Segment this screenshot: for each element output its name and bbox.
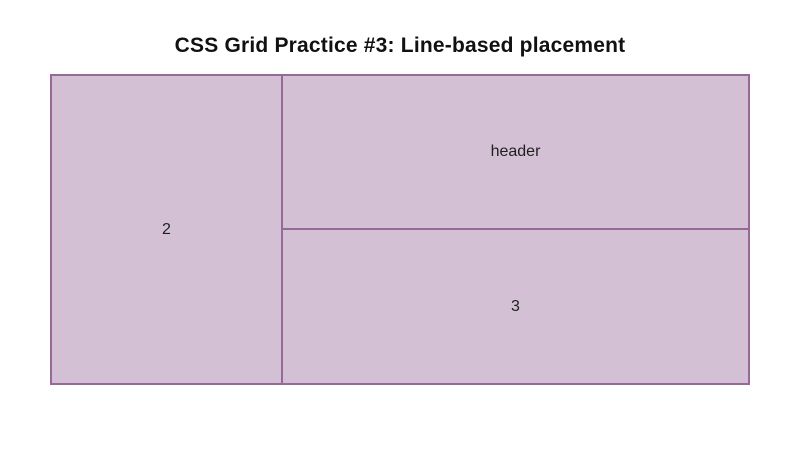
grid-item-header-label: header xyxy=(490,143,541,160)
grid-item-3-label: 3 xyxy=(511,297,520,315)
grid-item-2-label: 2 xyxy=(162,220,171,238)
grid-item-2: 2 xyxy=(50,74,283,385)
grid-item-header: header xyxy=(283,74,750,230)
grid-item-3: 3 xyxy=(283,230,750,385)
css-grid-container: 2 header 3 xyxy=(50,74,750,385)
page-title: CSS Grid Practice #3: Line-based placeme… xyxy=(174,34,626,57)
